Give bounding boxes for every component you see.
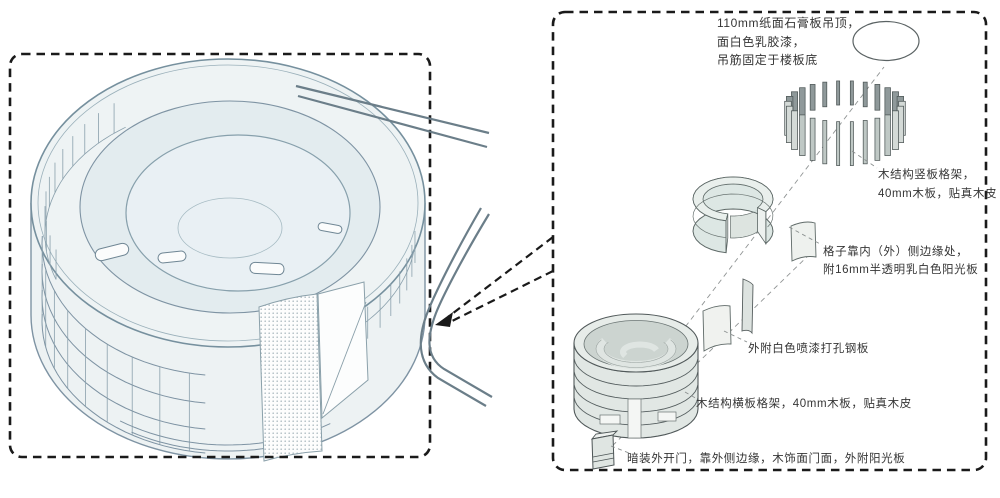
pipe-top-2 xyxy=(297,94,488,149)
annotation-vertical-lattice: 木结构竖板格架， 40mm木板，贴真木皮 xyxy=(878,166,997,204)
leader-door xyxy=(610,445,630,454)
building-slot-4 xyxy=(317,222,343,234)
building-courtyard-arc xyxy=(177,197,283,259)
building-white-panel xyxy=(317,281,369,420)
annotation-vertical-lattice-line2: 40mm木板，贴真木皮 xyxy=(878,188,998,200)
pipe-top-1 xyxy=(295,84,490,135)
door-panel-line-1 xyxy=(592,452,615,458)
building-slot-1 xyxy=(94,242,130,262)
annotation-perforated-plate-line1: 外附白色喷漆打孔钢板 xyxy=(748,343,869,355)
leader-vertical-lattice xyxy=(851,150,878,169)
annotation-lattice-edge-line1: 格子靠内（外）侧边缘处， xyxy=(823,246,969,258)
axis-line-1 xyxy=(597,66,885,442)
building-panel-diagonal xyxy=(322,301,367,415)
leader-lattice-edge xyxy=(788,226,823,246)
building-slot-2 xyxy=(157,250,187,264)
annotation-horizontal-lattice-line1: 木结构横板格架，40mm木板，贴真木皮 xyxy=(696,398,912,410)
building-roof-rim-detail xyxy=(37,64,419,342)
connector-line-1 xyxy=(447,236,554,318)
horizontal-lattice-drum xyxy=(573,313,699,439)
ceiling-disc xyxy=(852,20,920,62)
annotation-horizontal-lattice: 木结构横板格架，40mm木板，贴真木皮 xyxy=(696,395,912,413)
polycarbonate-strip xyxy=(741,278,754,335)
connector-line-2 xyxy=(447,270,554,324)
polycarbonate-ring xyxy=(692,176,774,254)
pipe-curve-2 xyxy=(419,207,487,407)
annotation-lattice-edge: 格子靠内（外）侧边缘处， 附16mm半透明乳白色阳光板 xyxy=(823,244,978,279)
annotation-door-line1: 暗装外开门，靠外侧边缘，木饰面门面，外附阳光板 xyxy=(627,453,906,465)
annotation-lattice-edge-line2: 附16mm半透明乳白色阳光板 xyxy=(823,263,979,276)
building-skylight xyxy=(125,134,351,292)
building-drawing xyxy=(30,58,426,462)
right-detail-box xyxy=(551,10,988,472)
annotation-door: 暗装外开门，靠外侧边缘，木饰面门面，外附阳光板 xyxy=(627,450,905,468)
door-panel-line-2 xyxy=(592,457,615,463)
steel-panel-small xyxy=(790,221,817,262)
callout-connector xyxy=(435,236,554,327)
annotation-ceiling-line1: 110mm纸面石膏板吊顶， xyxy=(717,16,860,30)
annotation-vertical-lattice-line1: 木结构竖板格架， xyxy=(878,169,975,181)
connector-arrowhead xyxy=(435,312,453,327)
pipe-curve-1 xyxy=(428,213,493,398)
pipes xyxy=(295,84,493,407)
door-component xyxy=(590,430,619,470)
annotation-leaders xyxy=(610,150,878,454)
steel-panel-large xyxy=(702,305,732,352)
annotation-perforated-plate: 外附白色喷漆打孔钢板 xyxy=(748,340,869,358)
annotation-ceiling-line3: 吊筋固定于楼板底 xyxy=(717,53,818,67)
building-perforated-panel xyxy=(258,293,323,462)
leader-horizontal-lattice xyxy=(684,391,700,401)
building-slot-3 xyxy=(249,261,285,276)
annotation-ceiling-line2: 面白色乳胶漆， xyxy=(717,34,806,49)
exploded-components xyxy=(573,20,920,470)
door-front-face xyxy=(591,434,615,470)
annotation-ceiling: 110mm纸面石膏板吊顶， 面白色乳胶漆， 吊筋固定于楼板底 xyxy=(717,14,860,70)
vertical-slat-ring xyxy=(784,80,906,166)
